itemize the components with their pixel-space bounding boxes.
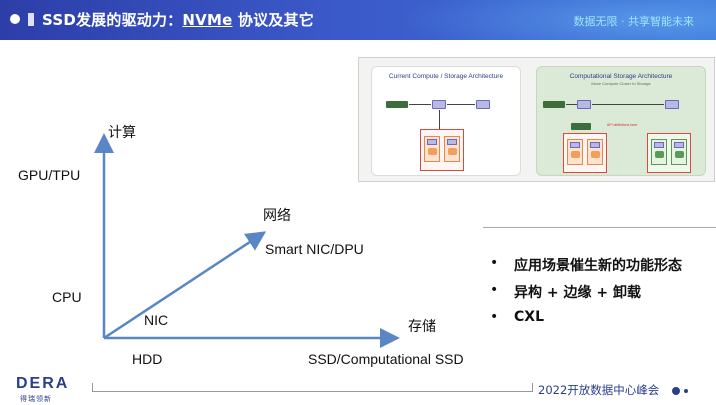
computational-architecture-title: Computational Storage Architecture [569,73,673,80]
accelerator-chip-icon [665,100,679,109]
bullet-text: CXL [514,309,544,325]
dera-logo: DERA [16,375,70,392]
footer-dot-icon [672,387,680,395]
computational-ssd-icon [671,139,687,165]
current-architecture-card: Current Compute / Storage Architecture [371,66,521,176]
slide-title-nvme: NVMe [182,11,233,29]
header-dot-icon [10,14,20,24]
slide-title: SSD发展的驱动力：NVMe 协议及其它 [42,9,314,30]
event-name: 2022开放数据中心峰会 [538,383,660,397]
ssd-icon [567,139,583,165]
header-bar: SSD发展的驱动力：NVMe 协议及其它 数据无限 · 共享智能未来 [0,0,716,40]
cpu-chip-icon [577,100,591,109]
api-note: API definitions here [607,123,638,127]
x-tick-ssd: SSD/Computational SSD [308,351,464,367]
storage-box [420,129,464,171]
bus-line [447,104,475,105]
bus-line [439,110,440,130]
slide-title-prefix: SSD发展的驱动力： [42,11,183,29]
diagonal-axis-label: 网络 [263,208,291,224]
x-tick-hdd: HDD [132,351,163,367]
dram-chip-icon [386,101,408,108]
dram-chip-icon [543,101,565,108]
x-axis-label: 存储 [408,319,436,335]
footer-tick [532,383,533,392]
slide-title-suffix: 协议及其它 [232,11,314,29]
computational-storage-box [647,133,691,173]
cpu-chip-icon [432,100,446,109]
bus-line [566,104,577,105]
section-divider [483,227,716,228]
diagonal-tick-nic: NIC [144,312,169,328]
current-architecture-title: Current Compute / Storage Architecture [388,73,504,80]
bus-line [592,104,664,105]
architecture-diagram: Current Compute / Storage Architecture C… [358,57,715,182]
computational-architecture-subtitle: Move Compute Closer to Storage [591,81,651,86]
y-tick-cpu: CPU [52,289,82,305]
ssd-icon [444,136,460,162]
header-bar-icon [28,13,34,26]
bullet-text: 异构 + 边缘 + 卸载 [514,285,641,301]
footer-tick [92,383,93,392]
computational-architecture-card: Computational Storage Architecture Move … [536,66,706,176]
footer-line [92,391,532,392]
y-tick-gpu: GPU/TPU [18,167,81,183]
ssd-icon [587,139,603,165]
dera-logo-subtitle: 得瑞领新 [20,395,52,403]
diagonal-tick-smartnic: Smart NIC/DPU [265,241,364,257]
storage-box [563,133,607,173]
accelerator-chip-icon [476,100,490,109]
computational-ssd-icon [651,139,667,165]
compute-chip-icon [571,123,591,130]
header-slogan: 数据无限 · 共享智能未来 [573,15,695,28]
bus-line [409,104,431,105]
footer-dot-icon [684,389,688,393]
y-axis-label: 计算 [108,125,136,141]
ssd-icon [424,136,440,162]
bullet-text: 应用场景催生新的功能形态 [514,258,682,274]
diagonal-axis-line [103,231,267,340]
